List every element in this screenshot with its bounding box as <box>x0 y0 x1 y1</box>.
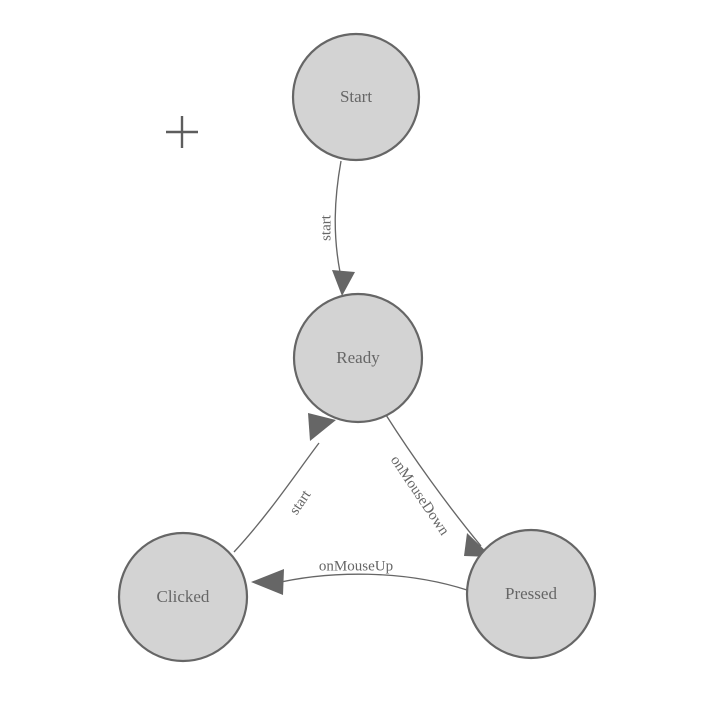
node-pressed-circle <box>465 528 597 660</box>
node-ready-label: Ready <box>336 348 380 367</box>
edge-path-clicked-to-ready <box>233 442 320 553</box>
node-pressed[interactable]: Pressed <box>465 528 597 660</box>
node-pressed-label: Pressed <box>505 584 557 603</box>
edge-label-clicked-to-ready: start <box>287 487 315 518</box>
node-start-label: Start <box>340 87 372 106</box>
node-clicked-label: Clicked <box>157 587 210 606</box>
edge-path-pressed-to-clicked <box>271 573 468 591</box>
crosshair-icon <box>166 116 198 148</box>
node-start-circle <box>291 32 421 162</box>
edge-pressed-to-clicked[interactable]: onMouseUp <box>251 558 468 595</box>
edge-label-pressed-to-clicked: onMouseUp <box>319 558 393 574</box>
node-clicked[interactable]: Clicked <box>117 531 249 663</box>
node-start[interactable]: Start <box>291 32 421 162</box>
arrow-head-into-ready-top <box>332 270 355 296</box>
node-clicked-circle <box>117 531 249 663</box>
edge-path-ready-to-pressed <box>385 414 482 547</box>
edge-start-to-ready[interactable]: start <box>318 160 355 296</box>
arrow-head-into-ready-lower-left <box>308 413 336 441</box>
arrow-head-into-clicked <box>251 569 284 595</box>
edge-label-start-to-ready: start <box>318 214 334 241</box>
node-ready[interactable]: Ready <box>292 292 424 424</box>
edge-clicked-to-ready[interactable]: start <box>233 413 336 553</box>
edge-ready-to-pressed[interactable]: onMouseDown <box>385 414 492 557</box>
node-ready-circle <box>292 292 424 424</box>
edge-path-start-to-ready <box>334 160 342 273</box>
